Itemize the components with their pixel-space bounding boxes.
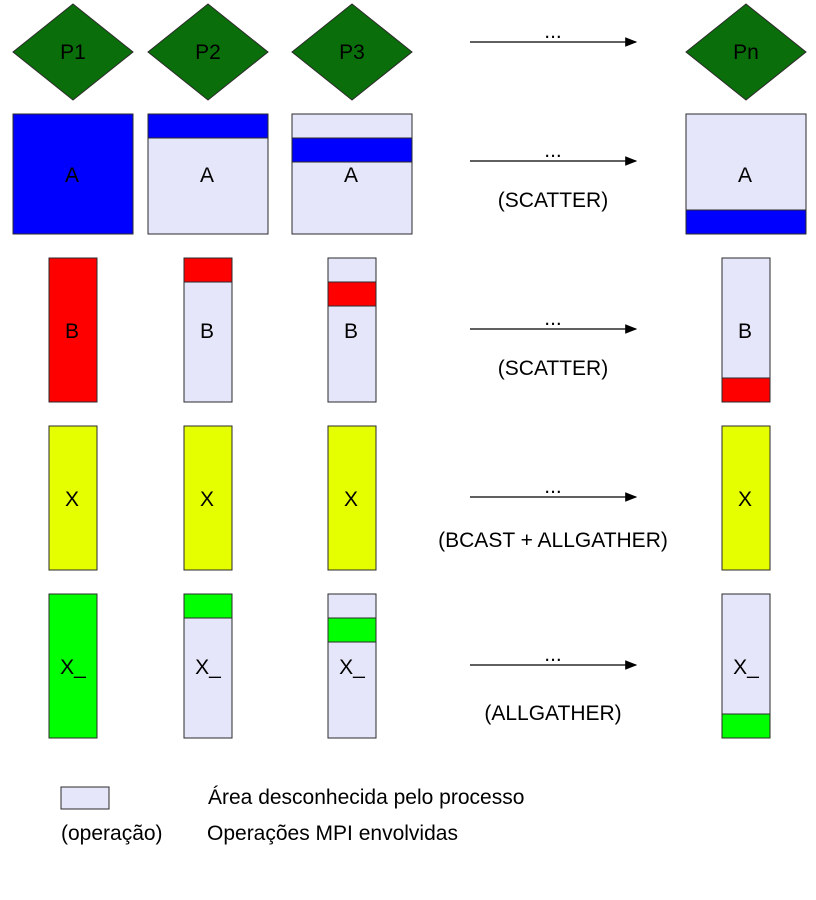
operation-label: (ALLGATHER) [484,702,621,725]
block-band-xu-p4 [721,713,771,739]
block-label: A [344,164,358,187]
process-diamond-p1 [12,3,134,101]
block-label: B [738,320,752,343]
operation-label: (SCATTER) [498,357,608,380]
block-band-a-p2 [147,113,269,139]
block-band-b-p2 [183,257,233,283]
process-header-row: P1 P2 P3 Pn [12,3,807,101]
block-x-p1 [48,425,98,571]
block-label: X [200,488,214,511]
process-label-p1: P1 [60,41,86,64]
block-label: A [738,164,752,187]
block-label: X [344,488,358,511]
ellipsis-label: ... [544,307,562,330]
block-label: X [738,488,752,511]
legend-op-label: Operações MPI envolvidas [207,822,458,845]
operation-label: (SCATTER) [498,189,608,212]
block-xu-p1 [48,593,98,739]
block-label: A [200,164,214,187]
block-band-a-p3 [291,137,413,163]
process-diamond-p2 [147,3,269,101]
block-label: X [65,488,79,511]
process-label-p2: P2 [195,41,221,64]
legend-unknown-swatch [60,786,110,810]
block-label: B [65,320,79,343]
block-a-p3 [291,113,413,235]
block-label: X_ [60,656,86,679]
block-b-p1 [48,257,98,403]
block-x-p2 [183,425,233,571]
block-label: B [200,320,214,343]
ellipsis-label: ... [544,139,562,162]
process-diamond-p3 [291,3,413,101]
block-x-p3 [327,425,377,571]
block-label: X_ [195,656,221,679]
block-band-b-p3 [327,281,377,307]
process-label-pn: Pn [733,41,759,64]
legend-op-key: (operação) [61,822,163,845]
process-label-p3: P3 [339,41,365,64]
data-blocks: A A A A B B B B X X X X X_ X_ X_ X_ [12,113,807,739]
ellipsis-label: ... [544,643,562,666]
process-diamond-pn [685,3,807,101]
ellipsis-label: ... [544,475,562,498]
block-band-xu-p2 [183,593,233,619]
block-band-b-p4 [721,377,771,403]
ellipsis-label: ... [544,20,562,43]
operation-arrows: ...... (SCATTER)... (SCATTER)... (BCAST + A… [438,20,668,725]
block-band-a-p4 [685,209,807,235]
block-label: X_ [339,656,365,679]
operation-label: (BCAST + ALLGATHER) [438,529,668,552]
block-label: A [65,164,79,187]
block-label: X_ [733,656,759,679]
legend-unknown-label: Área desconhecida pelo processo [208,786,525,809]
block-label: B [344,320,358,343]
block-x-p4 [721,425,771,571]
block-a-p1 [12,113,134,235]
block-band-xu-p3 [327,617,377,643]
